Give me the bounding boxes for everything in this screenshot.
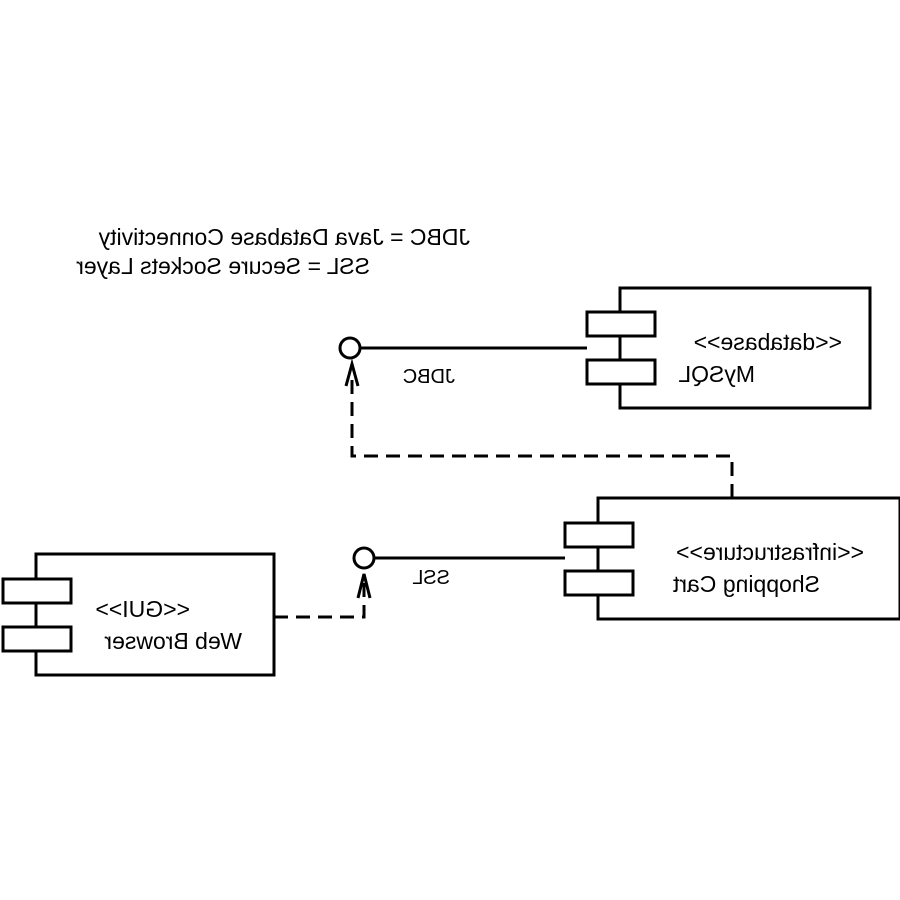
component-infrastructure-stereotype: <<infrastructure>> (676, 539, 864, 565)
component-infrastructure-tab-top (563, 521, 635, 549)
component-gui-tab-top (1, 577, 73, 605)
jdbc-interface-label: JDBC (403, 366, 455, 388)
mirrored-diagram-group: JDBC = Java Database Connectivity SSL = … (1, 224, 900, 677)
ssl-interface-lollipop[interactable] (352, 546, 376, 570)
component-infrastructure-name: Shopping Cart (672, 571, 820, 597)
component-database-stereotype: <<database>> (694, 329, 842, 355)
component-infrastructure-box (596, 496, 900, 621)
component-gui[interactable]: <<GUI>> Web Browser (1, 552, 276, 677)
ssl-interface-label: SSL (412, 567, 450, 589)
legend-ssl-text: SSL = Secure Sockets Layer (76, 253, 370, 279)
component-database-tab-bottom (585, 358, 657, 386)
component-gui-name: Web Browser (104, 628, 242, 654)
dependency-cart-to-jdbc (350, 372, 734, 498)
legend-jdbc-text: JDBC = Java Database Connectivity (98, 224, 470, 250)
component-database-box (618, 286, 872, 410)
component-database-tab-top (585, 310, 657, 338)
component-gui-stereotype: <<GUI>> (95, 596, 190, 622)
component-gui-tab-bottom (1, 625, 73, 653)
component-database-name: MySQL (678, 361, 755, 387)
dependency-browser-to-ssl (274, 582, 366, 619)
jdbc-interface-lollipop[interactable] (338, 336, 362, 360)
dependency-browser-to-ssl-arrowhead (356, 573, 372, 599)
component-infrastructure-tab-bottom (563, 569, 635, 597)
dependency-cart-to-jdbc-arrowhead (344, 358, 360, 387)
component-infrastructure[interactable]: <<infrastructure>> Shopping Cart (563, 496, 900, 621)
component-database[interactable]: <<database>> MySQL (585, 286, 872, 410)
component-gui-box (34, 552, 276, 677)
